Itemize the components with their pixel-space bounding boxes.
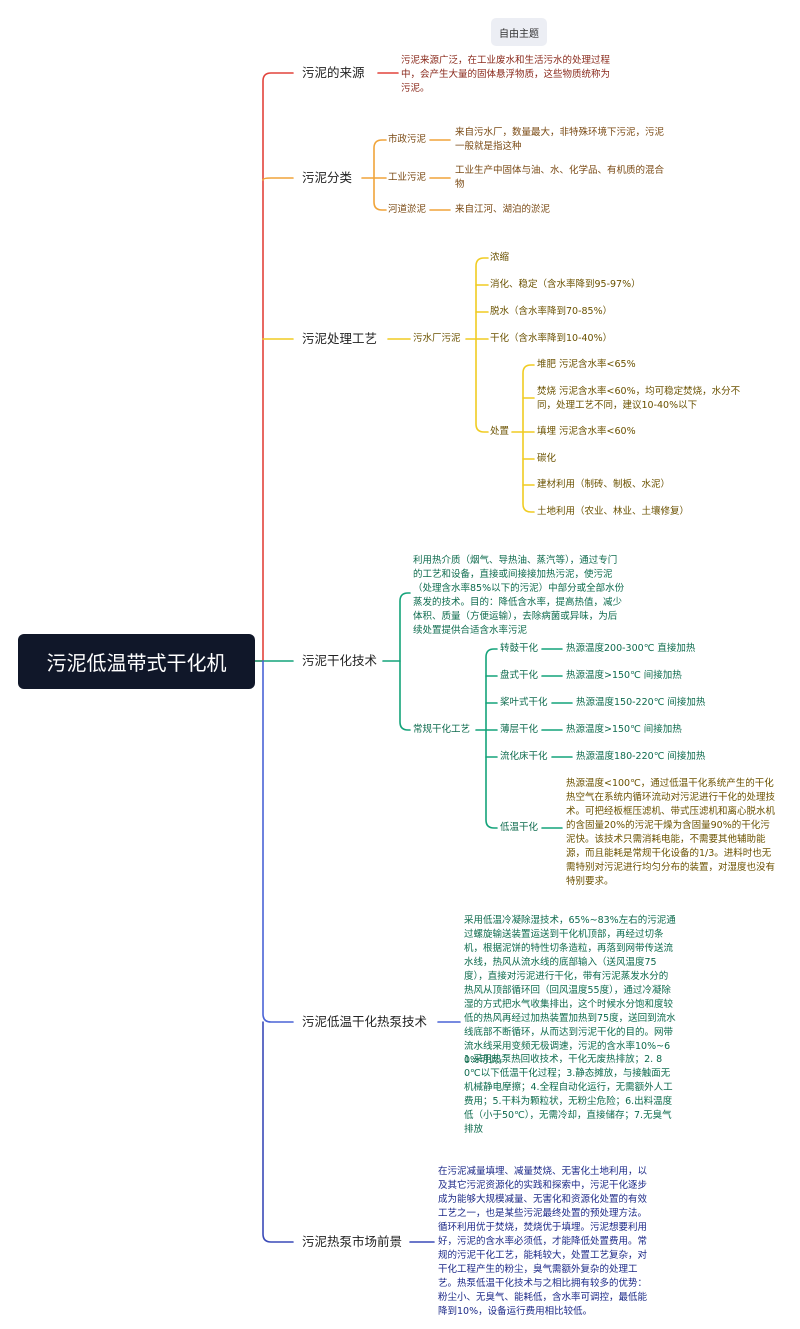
class-river-label[interactable]: 河道淤泥 [388,204,427,215]
class-river-desc: 来自江河、湖泊的淤泥 [455,204,551,215]
connector-orange [262,177,294,181]
topic-source[interactable]: 污泥的来源 [302,65,365,80]
heatpump-description: 采用低温冷凝除湿技术，65%~83%左右的污泥通过螺旋输送装置运送到干化机顶部，… [464,915,676,1066]
class-municipal-desc: 来自污水厂，数量最大，非特殊环境下污泥，污泥一般就是指这种 [455,127,665,152]
connector-navy [262,1021,294,1243]
topic-drying[interactable]: 污泥干化技术 [302,653,378,668]
disposal-land-use[interactable]: 土地利用（农业、林业、土壤修复） [537,506,690,517]
process-step-dewater[interactable]: 脱水（含水率降到70-85%） [490,306,613,317]
method-paddle-label[interactable]: 桨叶式干化 [500,697,548,708]
heatpump-advantages: 1.采用热泵热回收技术，干化无废热排放；2. 80℃以下低温干化过程；3.静态摊… [464,1054,673,1135]
floating-topic-tag[interactable]: 自由主题 [491,18,547,46]
method-drum-label[interactable]: 转鼓干化 [500,643,539,654]
disposal-compost[interactable]: 堆肥 污泥含水率<65% [537,359,636,370]
method-paddle-desc: 热源温度150-220℃ 间接加热 [576,697,706,708]
process-step-thicken[interactable]: 浓缩 [490,252,510,263]
process-step-digest[interactable]: 消化、稳定（含水率降到95-97%） [490,279,641,290]
disposal-landfill[interactable]: 填埋 污泥含水率<60% [537,426,636,437]
class-municipal-label[interactable]: 市政污泥 [388,134,427,145]
source-description: 污泥来源广泛，在工业废水和生活污水的处理过程中，会产生大量的固体悬浮物质，这些物… [401,55,611,94]
disposal-incinerate[interactable]: 焚烧 污泥含水率<60%，均可稳定焚烧，水分不同，处理工艺不同，建议10-40%… [537,386,741,411]
method-thinfilm-label[interactable]: 薄层干化 [500,724,539,735]
class-industrial-label[interactable]: 工业污泥 [388,172,427,183]
method-fluidbed-desc: 热源温度180-220℃ 间接加热 [576,751,706,762]
method-lowtemp-desc: 热源温度<100℃，通过低温干化系统产生的干化热空气在系统内循环流动对污泥进行干… [566,778,776,887]
connector-red [254,72,294,662]
disposal-building-material[interactable]: 建材利用（制砖、制板、水泥） [537,479,671,490]
method-thinfilm-desc: 热源温度>150℃ 间接加热 [566,724,682,735]
topic-classification[interactable]: 污泥分类 [302,170,353,185]
process-sub-wwtp[interactable]: 污水厂污泥 [413,333,461,344]
method-drum-desc: 热源温度200-300℃ 直接加热 [566,643,696,654]
method-disc-desc: 热源温度>150℃ 间接加热 [566,670,682,681]
topic-market[interactable]: 污泥热泵市场前景 [302,1234,403,1249]
market-description: 在污泥减量填埋、减量焚烧、无害化土地利用，以及其它污泥资源化的实践和探索中，污泥… [438,1166,648,1317]
method-lowtemp-label[interactable]: 低温干化 [500,822,539,833]
disposal-carbonize[interactable]: 碳化 [537,453,557,464]
method-disc-label[interactable]: 盘式干化 [500,670,539,681]
connector-blue [262,660,294,1023]
process-step-dry[interactable]: 干化（含水率降到10-40%） [490,333,613,344]
drying-conventional-label[interactable]: 常规干化工艺 [413,724,471,735]
class-industrial-desc: 工业生产中固体与油、水、化学品、有机质的混合物 [455,165,665,190]
method-fluidbed-label[interactable]: 流化床干化 [500,751,548,762]
drying-description: 利用热介质（烟气、导热油、蒸汽等），通过专门的工艺和设备，直接或间接接加热污泥，… [413,555,625,636]
process-disposal-label[interactable]: 处置 [490,426,510,437]
topic-process[interactable]: 污泥处理工艺 [302,331,378,346]
topic-heatpump[interactable]: 污泥低温干化热泵技术 [302,1014,428,1029]
root-topic[interactable]: 污泥低温带式干化机 [18,634,255,689]
